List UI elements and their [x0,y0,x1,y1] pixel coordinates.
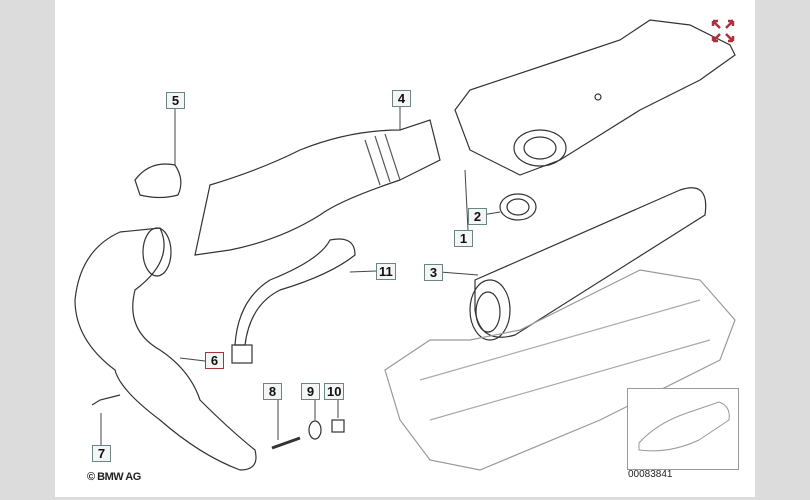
car-thumbnail-icon [638,401,730,452]
cylinder-head [384,269,736,471]
air-filter-cylinder [474,187,707,338]
intake-hose [194,119,441,256]
callout-6[interactable]: 6 [205,352,224,369]
seal-ring [499,193,537,221]
diagram-number: 00083841 [628,469,673,480]
callout-1[interactable]: 1 [454,230,473,247]
rubber-elbow [134,163,182,199]
air-duct [74,227,257,471]
callout-8[interactable]: 8 [263,383,282,400]
screw [271,436,301,450]
callout-5[interactable]: 5 [166,92,185,109]
callout-4[interactable]: 4 [392,90,411,107]
washer [308,420,322,440]
vehicle-thumbnail[interactable] [627,388,739,470]
callout-11[interactable]: 11 [376,263,396,280]
callout-10[interactable]: 10 [324,383,345,400]
callout-2[interactable]: 2 [468,208,487,225]
breather-hose [234,238,356,346]
clip [331,419,345,433]
callout-9[interactable]: 9 [301,383,320,400]
bolt [91,394,121,406]
copyright-text: © BMW AG [87,471,141,483]
callout-7[interactable]: 7 [92,445,111,462]
callout-3[interactable]: 3 [424,264,443,281]
expand-arrows-icon[interactable] [711,19,735,43]
